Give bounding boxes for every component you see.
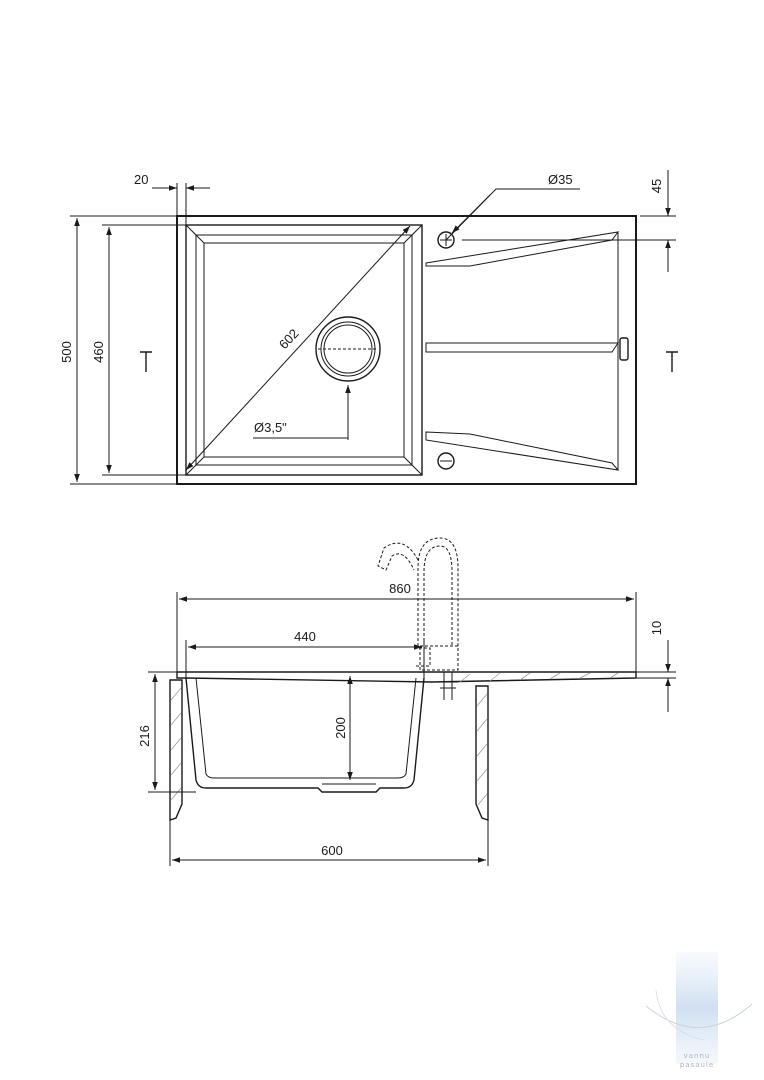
bowl-section (185, 677, 425, 793)
dim-460-label: 460 (91, 341, 106, 363)
cabinet-left-wall (169, 679, 183, 821)
top-view: 602 Ø3,5" Ø35 (59, 170, 678, 485)
dim-200-label: 200 (333, 717, 348, 739)
dim-600-label: 600 (321, 843, 343, 858)
overflow-slot (619, 337, 629, 361)
watermark-line1: vannu (684, 1052, 711, 1060)
side-view: 860 440 10 200 216 600 (137, 537, 676, 866)
dim-860-label: 860 (389, 581, 411, 596)
tap-hole-secondary-icon (437, 452, 455, 470)
drain-icon (315, 316, 381, 382)
dim-216-label: 216 (137, 725, 152, 747)
drainboard-grooves (425, 231, 620, 471)
dim-offset-20-label: 20 (134, 172, 148, 187)
dim-440-label: 440 (294, 629, 316, 644)
dim-tap-hole-label: Ø35 (548, 172, 573, 187)
cabinet-right-wall (475, 685, 489, 821)
dim-500-label: 500 (59, 341, 74, 363)
dim-10-label: 10 (649, 621, 664, 635)
watermark-logo: vannu pasaule (645, 952, 753, 1069)
dim-45-label: 45 (649, 179, 664, 193)
sink-rim-side (176, 671, 637, 683)
bowl-inner (203, 242, 405, 458)
sink-outline-top (176, 215, 637, 485)
watermark-line2: pasaule (680, 1061, 714, 1069)
faucet-icon (377, 537, 459, 671)
dim-drain-label: Ø3,5" (254, 420, 287, 435)
